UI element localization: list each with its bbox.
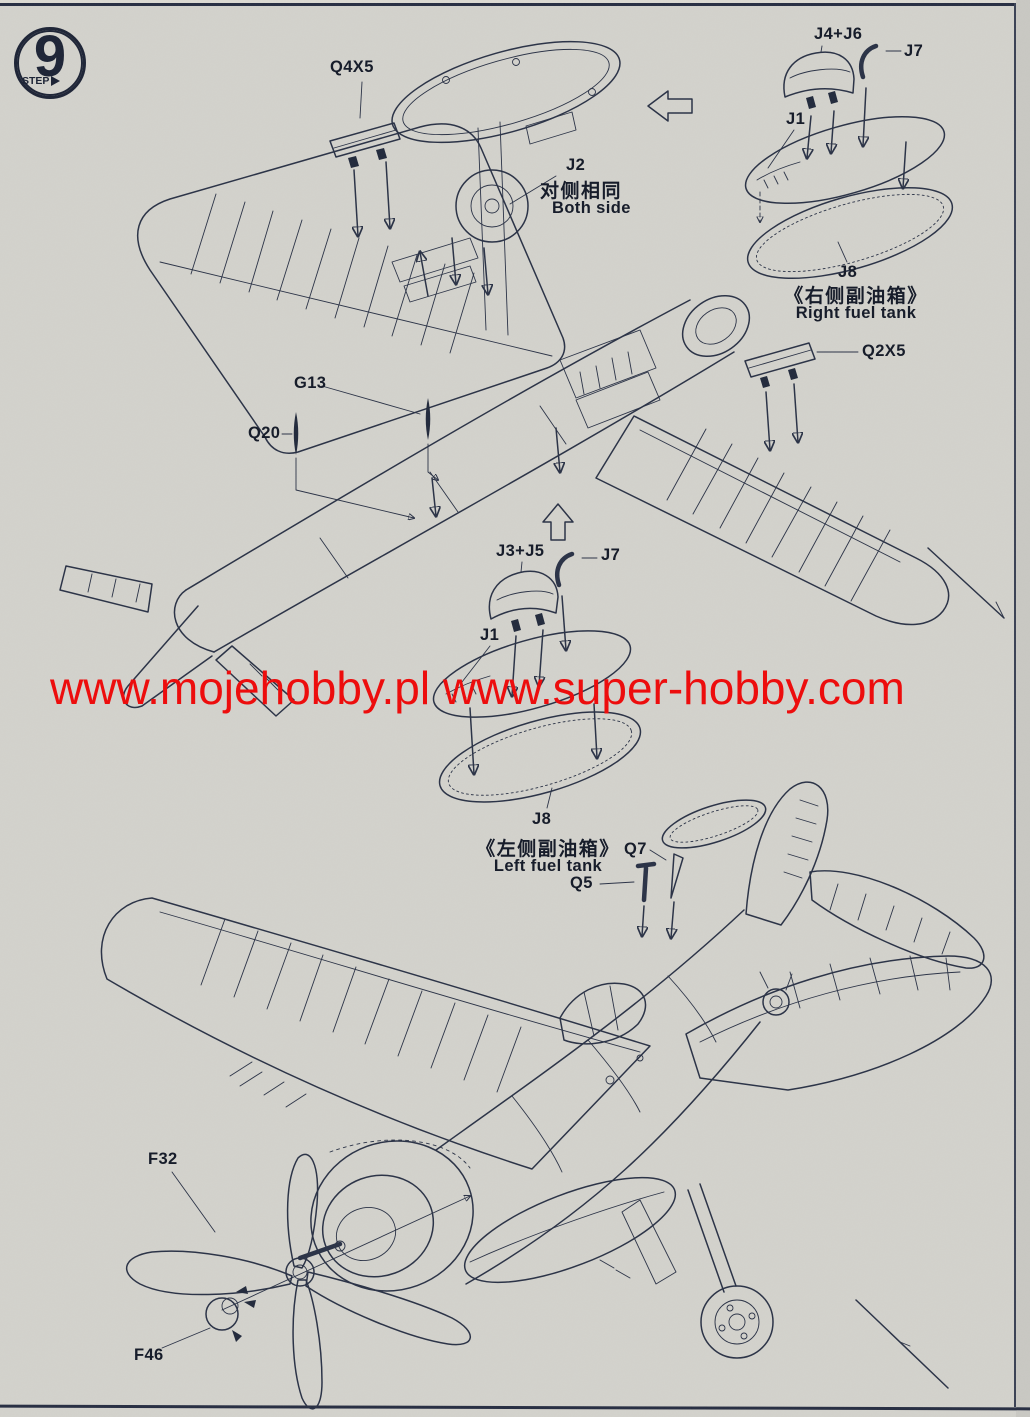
watermark-text: www.mojehobby.pl www.super-hobby.com [50,662,905,714]
label-j7-right: J7 [904,42,924,60]
up-arrow-icon [542,503,574,541]
label-j1-right: J1 [786,110,806,128]
label-g13: G13 [294,374,327,392]
flap-actuator-strip-group [744,342,859,450]
step-label: STEP [22,75,50,87]
caption-left-tank-en: Left fuel tank [493,857,603,875]
label-j7-left: J7 [601,546,621,564]
label-j4-j6: J4+J6 [814,25,863,43]
label-q2x5: Q2X5 [862,342,906,360]
top-aircraft-inverted [59,121,1005,717]
label-q4x5: Q4X5 [330,58,374,76]
label-f46: F46 [134,1346,164,1364]
label-q5: Q5 [570,874,593,892]
label-j8-left: J8 [532,810,552,828]
label-f32: F32 [148,1150,178,1168]
step-plane-arrow-icon [51,76,61,86]
label-j2: J2 [566,156,586,174]
label-j2-note-en: Both side [552,199,631,217]
label-q20: Q20 [248,424,281,442]
step-badge: 9 STEP [14,24,86,99]
antenna-pins-group [281,385,438,518]
label-j8-right: J8 [838,263,858,281]
caption-right-tank-en: Right fuel tank [795,304,917,322]
label-q7: Q7 [624,840,647,858]
label-j1-left: J1 [480,626,500,644]
label-j3-j5: J3+J5 [496,542,545,560]
right-fuel-tank-assembly [744,43,954,280]
canopy-part-group [329,40,693,297]
propeller-assembly [125,1153,471,1410]
